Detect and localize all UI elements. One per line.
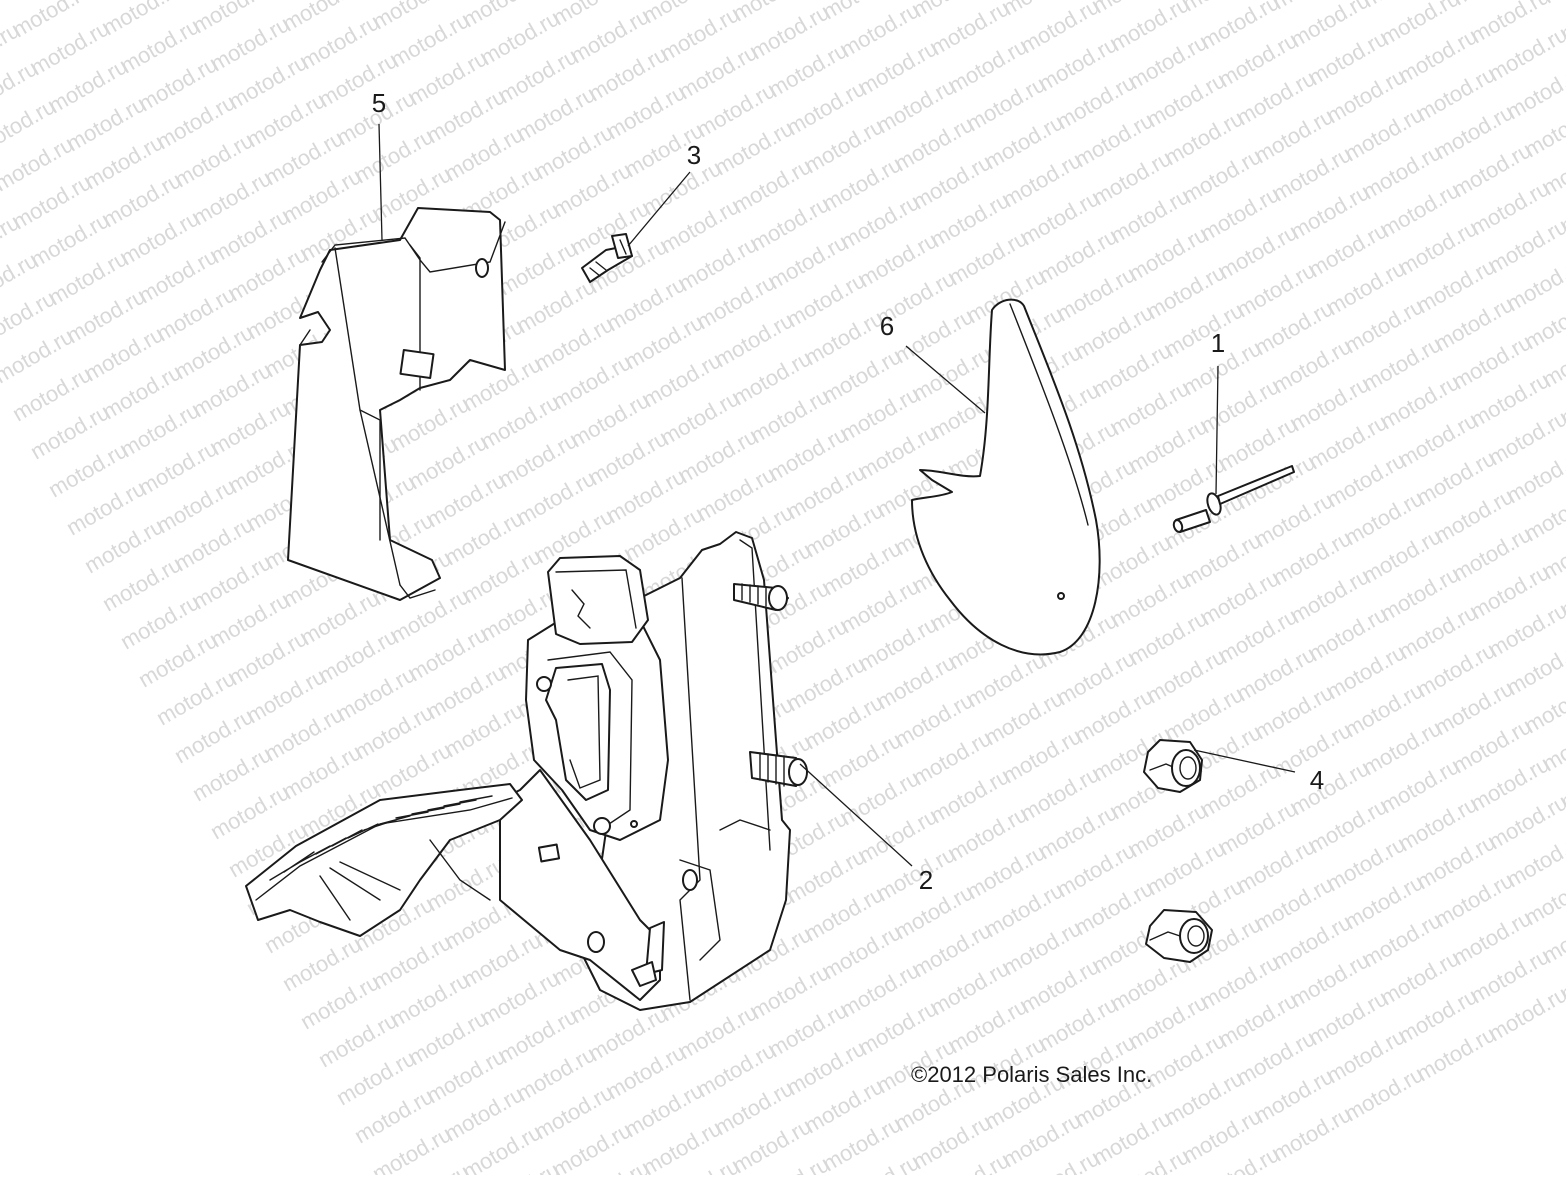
callout-3: 3 <box>687 140 701 170</box>
callout-5: 5 <box>372 88 386 118</box>
callout-2: 2 <box>919 865 933 895</box>
flange-nut-second <box>1146 910 1212 962</box>
callout-1: 1 <box>1211 328 1225 358</box>
callout-6: 6 <box>880 311 894 341</box>
copyright-text: ©2012 Polaris Sales Inc. <box>911 1062 1152 1087</box>
callout-4: 4 <box>1310 765 1324 795</box>
